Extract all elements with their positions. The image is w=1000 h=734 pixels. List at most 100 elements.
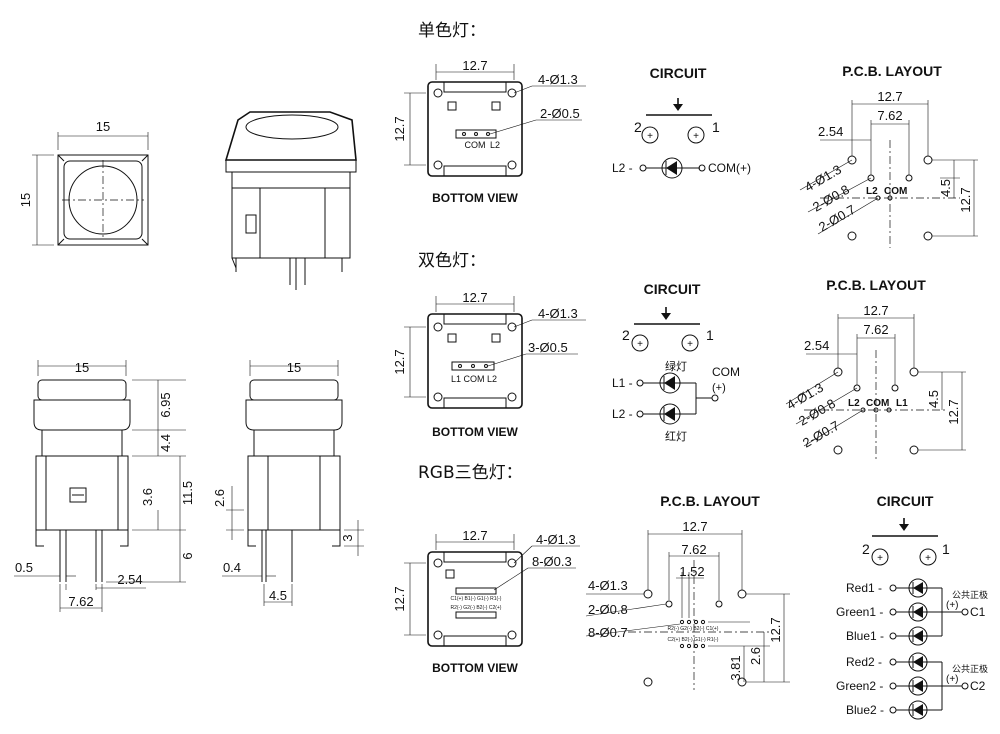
rgb-width-dim: 12.7 (462, 528, 487, 543)
single-pin-l2: L2 (490, 140, 500, 150)
dual-pin-l1: L1 (451, 374, 461, 384)
dual-pcb-l2: L2 (848, 398, 860, 409)
rgb-led-group-2 (889, 652, 969, 720)
single-pcb-layout: P.C.B. LAYOUT 12.7 7.62 2.54 4-Ø1.3 2-Ø0… (799, 63, 978, 248)
single-pcb-v2: 12.7 (958, 187, 973, 212)
front-view: 15 15 (18, 119, 149, 246)
single-holes-label: 4-Ø1.3 (538, 72, 578, 87)
svg-text:+: + (877, 553, 883, 564)
dual-pcb-254: 2.54 (804, 338, 829, 353)
rgb-circuit-title: CIRCUIT (877, 493, 934, 509)
rgb-pcb-hole-3: 8-Ø0.7 (588, 625, 628, 640)
dual-circuit-title: CIRCUIT (644, 281, 701, 297)
single-pins-label: 2-Ø0.5 (540, 106, 580, 121)
rgb-pcb-hole-2: 2-Ø0.8 (588, 602, 628, 617)
single-width-dim: 12.7 (462, 58, 487, 73)
dual-circuit-com: COM (712, 365, 740, 379)
dim-3-6: 3.6 (140, 488, 155, 506)
dual-circuit-n2: 2 (622, 327, 630, 343)
rgb-red1: Red1 - (846, 581, 882, 595)
dim-0-5: 0.5 (15, 560, 33, 575)
dual-pins-label: 3-Ø0.5 (528, 340, 568, 355)
rgb-red2: Red2 - (846, 655, 882, 669)
side-right-width-dim: 15 (287, 360, 301, 375)
dim-0-4: 0.4 (223, 560, 241, 575)
dual-pcb-l1: L1 (896, 398, 908, 409)
dual-circuit: CIRCUIT 2 + + 1 绿灯 COM (+) L1 - L2 - 红灯 (612, 281, 740, 443)
dual-circuit-n1: 1 (706, 327, 714, 343)
side-left-width-dim: 15 (75, 360, 89, 375)
rgb-pcb-layout: P.C.B. LAYOUT R2(-) G2(-) B2(-) C1(+) C2… (585, 493, 790, 690)
single-circuit-title: CIRCUIT (650, 65, 707, 81)
front-height-dim: 15 (18, 193, 33, 207)
rgb-green1: Green1 - (836, 605, 883, 619)
rgb-pcb-row-1: R2(-) G2(-) B2(-) C1(+) (668, 626, 719, 632)
rgb-c2: C2 (970, 679, 986, 693)
rgb-circuit-n1: 1 (942, 541, 950, 557)
svg-text:+: + (637, 339, 643, 350)
isometric-view (224, 111, 357, 290)
rgb-pin-row-1: C1(+) B1(-) G1(-) R1(-) (451, 596, 502, 602)
single-pcb-l2: L2 (866, 186, 878, 197)
svg-text:+: + (693, 131, 699, 142)
side-view-left: 15 6.95 4.4 11.5 3.6 6 0.5 2.54 7.62 (14, 360, 195, 612)
dim-2-6: 2.6 (212, 489, 227, 507)
single-circuit: CIRCUIT 2 + + 1 L2 - COM(+) (612, 65, 751, 179)
dual-circuit-l1: L1 - (612, 376, 633, 390)
single-height-dim: 12.7 (392, 116, 407, 141)
rgb-pcb-v3: 3.81 (728, 655, 743, 680)
single-circuit-n2: 2 (634, 119, 642, 135)
rgb-pcb-title: P.C.B. LAYOUT (660, 493, 760, 509)
rgb-bottom-caption: BOTTOM VIEW (432, 661, 518, 675)
rgb-common-2: 公共正极 (952, 663, 988, 675)
single-pcb-762: 7.62 (877, 108, 902, 123)
single-pcb-width: 12.7 (877, 89, 902, 104)
rgb-pcb-pin-array (679, 619, 706, 649)
dim-2-54: 2.54 (117, 572, 142, 587)
dim-4-4: 4.4 (158, 434, 173, 452)
dual-pcb-com: COM (866, 398, 889, 409)
single-circuit-com: COM(+) (708, 161, 751, 175)
rgb-pcb-hole-1: 4-Ø1.3 (588, 578, 628, 593)
single-pin-com: COM (465, 140, 486, 150)
rgb-pcb-width: 12.7 (682, 519, 707, 534)
dual-width-dim: 12.7 (462, 290, 487, 305)
section-title-rgb: RGB三色灯： (418, 463, 523, 483)
dual-circuit-red: 红灯 (665, 430, 687, 443)
single-bottom-view: COM L2 12.7 12.7 4-Ø1.3 2-Ø0.5 BOTTOM VI… (392, 58, 586, 205)
svg-text:+: + (687, 339, 693, 350)
dim-4-5: 4.5 (269, 588, 287, 603)
rgb-common-1: 公共正极 (952, 589, 988, 601)
dual-circuit-l2: L2 - (612, 407, 633, 421)
dual-circuit-green: 绿灯 (665, 359, 687, 373)
dual-pcb-layout: P.C.B. LAYOUT 12.7 7.62 2.54 4-Ø1.3 2-Ø0… (784, 277, 966, 462)
dual-pcb-v2: 12.7 (946, 399, 961, 424)
rgb-holes-label: 4-Ø1.3 (536, 532, 576, 547)
rgb-c1: C1 (970, 605, 986, 619)
rgb-bottom-view: C1(+) B1(-) G1(-) R1(-) R2(-) G2(-) B2(-… (392, 528, 580, 675)
dual-holes-label: 4-Ø1.3 (538, 306, 578, 321)
rgb-plus-1: (+) (946, 600, 959, 611)
front-width-dim: 15 (96, 119, 110, 134)
dual-pcb-title: P.C.B. LAYOUT (826, 277, 926, 293)
rgb-height-dim: 12.7 (392, 586, 407, 611)
svg-text:+: + (925, 553, 931, 564)
dual-pin-l2: L2 (487, 374, 497, 384)
dual-pcb-762: 7.62 (863, 322, 888, 337)
rgb-pcb-762: 7.62 (681, 542, 706, 557)
dual-pcb-width: 12.7 (863, 303, 888, 318)
rgb-green2: Green2 - (836, 679, 883, 693)
single-circuit-l2: L2 - (612, 161, 633, 175)
single-pcb-title: P.C.B. LAYOUT (842, 63, 942, 79)
dual-circuit-plus: (+) (712, 382, 726, 394)
dual-bottom-view: L1 COM L2 12.7 12.7 4-Ø1.3 3-Ø0.5 BOTTOM… (392, 290, 586, 439)
rgb-pcb-v1: 12.7 (768, 617, 783, 642)
dim-3: 3 (340, 534, 355, 541)
single-pcb-254: 2.54 (818, 124, 843, 139)
rgb-pcb-row-2: C2(+) B2(-) G1(-) R1(-) (668, 637, 719, 643)
dual-pin-com: COM (464, 374, 485, 384)
single-pcb-com: COM (884, 186, 907, 197)
rgb-circuit: CIRCUIT 2 + + 1 Red1 - Green1 - Blue1 - … (836, 493, 988, 720)
dim-6-95: 6.95 (158, 392, 173, 417)
rgb-blue2: Blue2 - (846, 703, 884, 717)
